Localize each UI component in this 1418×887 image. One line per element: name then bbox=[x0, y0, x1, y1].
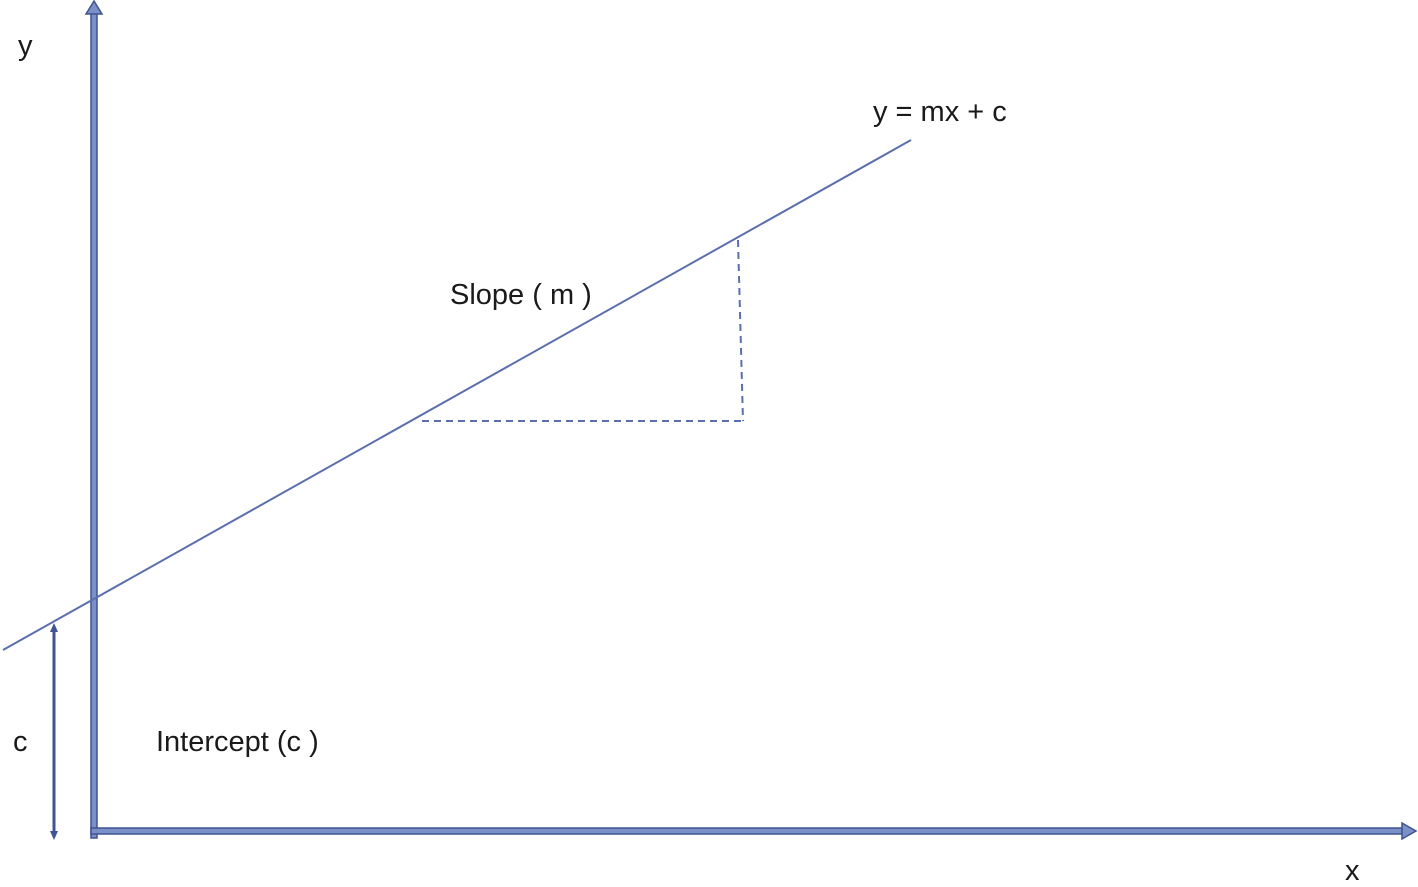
x-axis-shaft bbox=[90, 827, 1406, 835]
c-label: c bbox=[13, 726, 28, 758]
x-axis-label: x bbox=[1345, 855, 1360, 887]
slope-triangle bbox=[422, 239, 744, 422]
intercept-arrow bbox=[50, 623, 58, 840]
x-axis bbox=[90, 821, 1418, 841]
x-axis-arrowhead bbox=[1401, 821, 1418, 841]
slope-rise-dashed bbox=[737, 239, 744, 422]
slope-label: Slope ( m ) bbox=[450, 279, 592, 311]
equation-label: y = mx + c bbox=[873, 96, 1007, 128]
intercept-arrowhead-bottom bbox=[50, 831, 58, 840]
regression-line bbox=[2, 139, 912, 651]
y-axis-label: y bbox=[18, 30, 33, 62]
y-axis-arrowhead bbox=[84, 0, 104, 15]
y-axis bbox=[84, 0, 104, 839]
intercept-label: Intercept (c ) bbox=[156, 726, 319, 758]
intercept-arrowhead-top bbox=[50, 623, 58, 632]
y-axis-shaft bbox=[90, 9, 98, 839]
